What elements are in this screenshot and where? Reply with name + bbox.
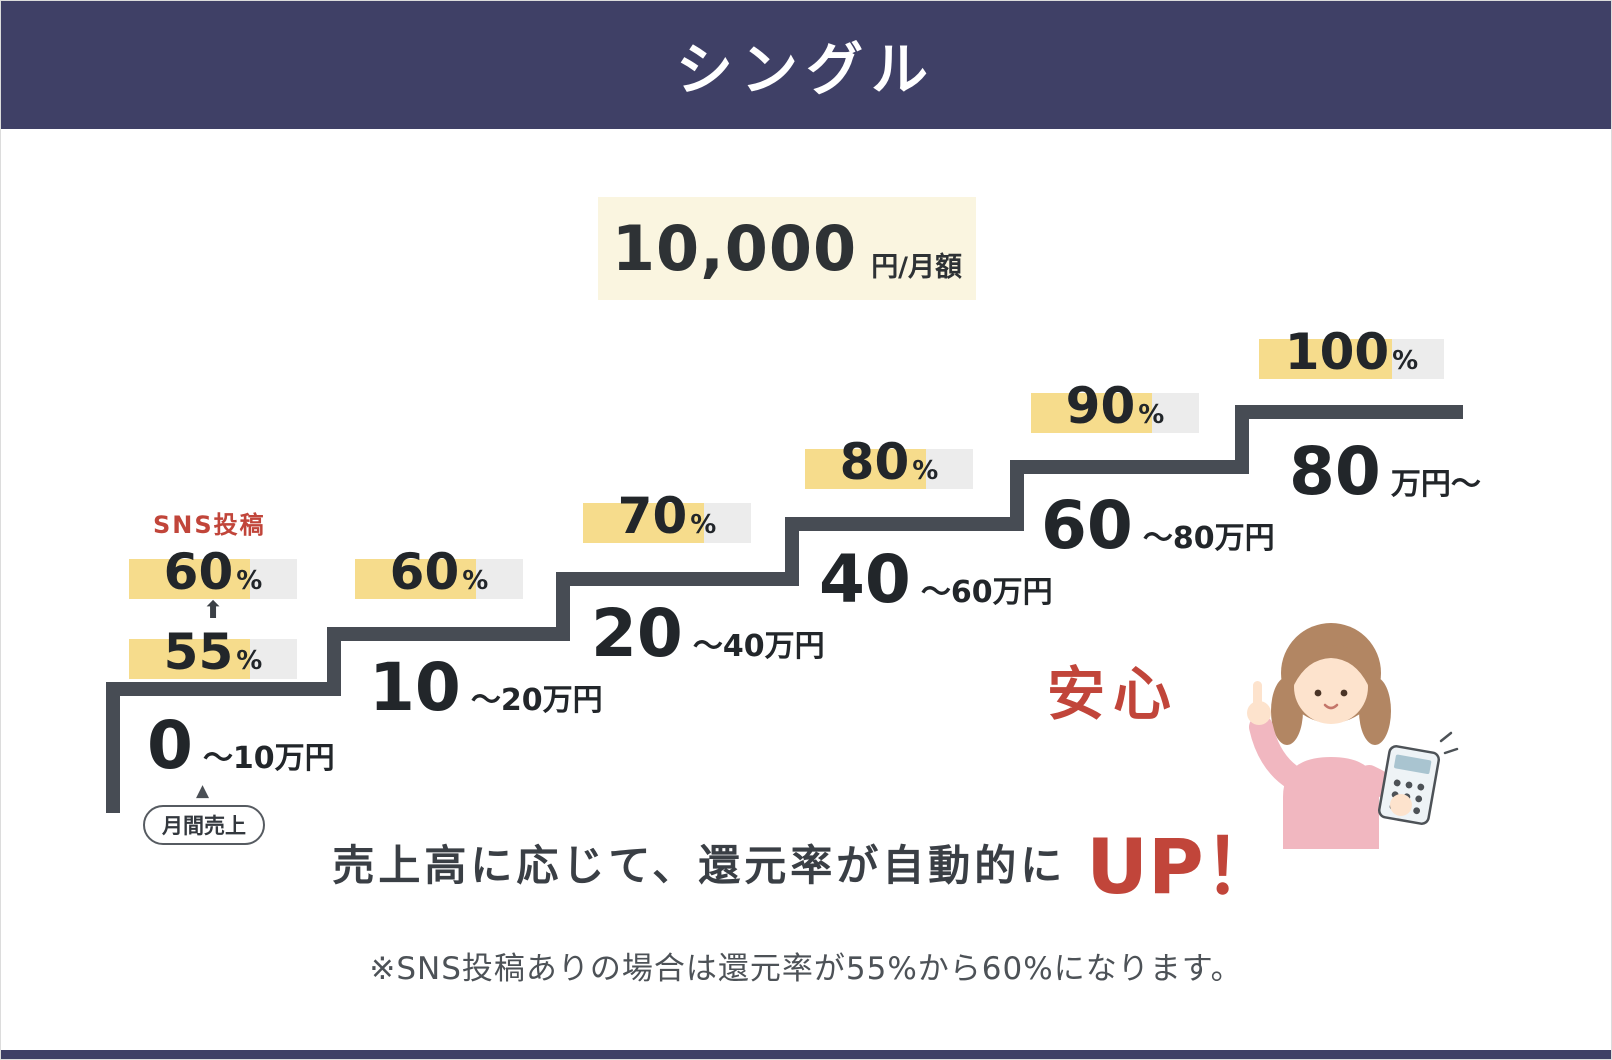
rate-highlight xyxy=(355,559,523,599)
range-suffix: 〜20万円 xyxy=(470,683,603,718)
rate-text: 55% xyxy=(129,627,297,679)
woman-illustration-svg xyxy=(1247,623,1459,849)
rate-highlight xyxy=(583,503,751,543)
rate-step2: 60% xyxy=(355,547,523,599)
rate-highlight xyxy=(129,639,297,679)
rate-step3: 70% xyxy=(583,491,751,543)
anshin-text: 安心 xyxy=(1047,660,1180,728)
range-step3: 20 〜40万円 xyxy=(591,601,825,667)
rate-value: 55 xyxy=(163,623,234,681)
rate-step6: 100% xyxy=(1259,327,1444,379)
rate-highlight xyxy=(805,449,973,489)
header: シングル xyxy=(1,1,1611,129)
rate-value: 60 xyxy=(389,543,460,601)
range-step2: 10 〜20万円 xyxy=(369,655,603,721)
rate-highlight xyxy=(1259,339,1444,379)
range-suffix: 〜80万円 xyxy=(1142,521,1275,556)
headline-up: UP！ xyxy=(1086,822,1280,911)
rate-text: 60% xyxy=(129,547,297,599)
range-value: 60 xyxy=(1041,487,1133,564)
bottom-strip xyxy=(1,1050,1611,1059)
footnote: ※SNS投稿ありの場合は還元率が55%から60%になります。 xyxy=(369,951,1243,987)
percent-sign: % xyxy=(236,646,263,676)
price-unit: 円/月額 xyxy=(871,252,963,283)
price-amount: 10,000 xyxy=(611,212,858,285)
percent-sign: % xyxy=(462,566,489,596)
range-suffix: 万円〜 xyxy=(1390,467,1481,502)
woman-with-calculator-illustration xyxy=(1219,599,1459,849)
rate-value: 90 xyxy=(1065,377,1136,435)
percent-sign: % xyxy=(690,510,717,540)
range-value: 40 xyxy=(819,541,911,618)
rate-value: 100 xyxy=(1284,323,1390,381)
arrow-up-icon: ⬆ xyxy=(202,596,224,624)
headline: 売上高に応じて、還元率が自動的に UP！ xyxy=(1,822,1611,911)
percent-sign: % xyxy=(912,456,939,486)
percent-sign: % xyxy=(1392,346,1419,376)
range-suffix: 〜40万円 xyxy=(692,629,825,664)
axis-pointer-icon: ▲ xyxy=(196,781,210,801)
rate-value: 80 xyxy=(839,433,910,491)
percent-sign: % xyxy=(1138,400,1165,430)
rate-text: 100% xyxy=(1259,327,1444,379)
sns-post-label: SNS投稿 xyxy=(153,511,266,539)
range-value: 20 xyxy=(591,595,683,672)
rate-highlight xyxy=(129,559,297,599)
range-value: 10 xyxy=(369,649,461,726)
rate-highlight xyxy=(1031,393,1199,433)
rate-text: 70% xyxy=(583,491,751,543)
range-step4: 40 〜60万円 xyxy=(819,547,1053,613)
rate-step5: 90% xyxy=(1031,381,1199,433)
price-badge: 10,000 円/月額 xyxy=(598,197,976,300)
rate-value: 70 xyxy=(617,487,688,545)
rate-text: 90% xyxy=(1031,381,1199,433)
rate-step1-with-sns: 60% xyxy=(129,547,297,599)
rate-text: 60% xyxy=(355,547,523,599)
range-suffix: 〜10万円 xyxy=(202,741,335,776)
rate-value: 60 xyxy=(163,543,234,601)
percent-sign: % xyxy=(236,566,263,596)
range-value: 80 xyxy=(1289,433,1381,510)
range-step5: 60 〜80万円 xyxy=(1041,493,1275,559)
monthly-sales-label: 月間売上 xyxy=(143,805,265,845)
range-step1: 0 〜10万円 xyxy=(147,713,335,779)
headline-text: 売上高に応じて、還元率が自動的に xyxy=(332,841,1067,891)
range-step6: 80 万円〜 xyxy=(1289,439,1481,505)
page-title: シングル xyxy=(676,37,936,103)
range-value: 0 xyxy=(147,707,193,784)
rate-step1-base: 55% xyxy=(129,627,297,679)
rate-text: 80% xyxy=(805,437,973,489)
range-suffix: 〜60万円 xyxy=(920,575,1053,610)
rate-step4: 80% xyxy=(805,437,973,489)
